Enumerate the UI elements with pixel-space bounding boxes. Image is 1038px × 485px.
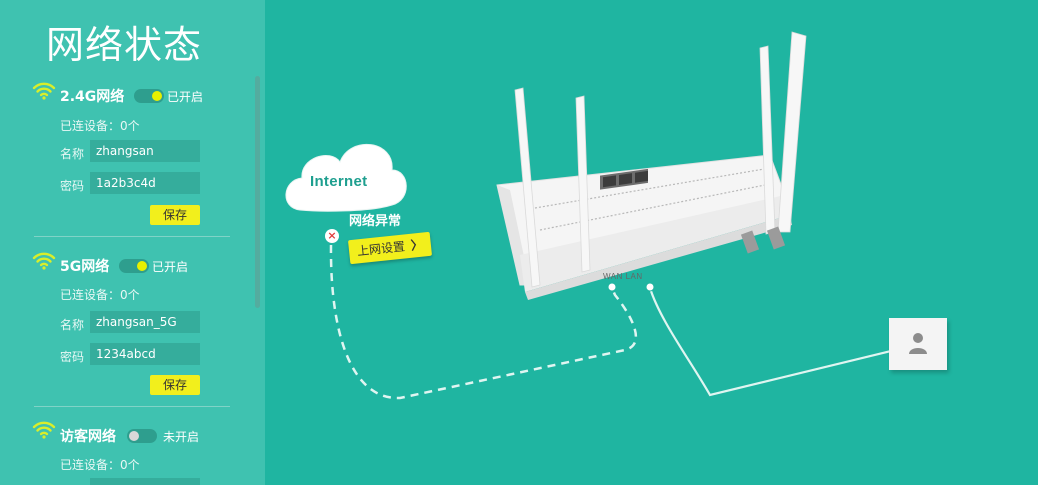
network-status-panel: 网络状态 2.4G网络 已开启 已连设备：0个 名称 密码 保存 5G网络 已开…: [0, 0, 265, 485]
wifi-icon: [32, 82, 56, 100]
chevron-right-icon: 〉: [410, 237, 424, 253]
connected-devices-5g: 已连设备：0个: [60, 288, 140, 302]
toggle-knob: [152, 91, 162, 101]
save-button-2g[interactable]: 保存: [150, 205, 200, 225]
lan-connection-line: [648, 287, 896, 397]
toggle-status-guest: 未开启: [163, 430, 200, 444]
router-icon: [496, 31, 807, 300]
toggle-status-5g: 已开启: [152, 260, 189, 274]
toggle-2g[interactable]: [134, 89, 164, 103]
lan-port-dot: [645, 282, 655, 292]
cloud-icon: [285, 143, 407, 212]
close-icon: ×: [325, 229, 339, 243]
password-label-2g: 密码: [60, 179, 85, 193]
user-icon: [909, 333, 927, 354]
toggle-status-2g: 已开启: [167, 90, 204, 104]
save-button-5g[interactable]: 保存: [150, 375, 200, 395]
ssid-input-2g[interactable]: [90, 140, 200, 162]
toggle-knob: [137, 261, 147, 271]
page-title: 网络状态: [46, 23, 203, 67]
connected-devices-2g: 已连设备：0个: [60, 119, 140, 133]
connected-devices-guest: 已连设备：0个: [60, 458, 140, 472]
wan-port-dot: [607, 282, 617, 292]
network-name-2g: 2.4G网络: [60, 89, 125, 105]
network-name-5g: 5G网络: [60, 259, 110, 275]
ssid-input-5g[interactable]: [90, 311, 200, 333]
password-input-2g[interactable]: [90, 172, 200, 194]
password-label-5g: 密码: [60, 350, 85, 364]
ssid-label-2g: 名称: [60, 147, 85, 161]
divider: [34, 236, 230, 237]
divider: [34, 406, 230, 407]
password-input-5g[interactable]: [90, 343, 200, 365]
toggle-guest[interactable]: [127, 429, 157, 443]
network-name-guest: 访客网络: [60, 429, 116, 445]
internet-label: Internet: [310, 173, 368, 190]
wifi-icon: [32, 421, 56, 439]
lan-device[interactable]: [889, 318, 947, 370]
port-labels: WAN LAN: [603, 272, 643, 281]
internet-settings-label: 上网设置: [356, 239, 406, 259]
network-diagram: [285, 31, 896, 400]
wifi-icon: [32, 252, 56, 270]
toggle-knob: [129, 431, 139, 441]
panel-scrollbar[interactable]: [255, 76, 260, 308]
ssid-label-5g: 名称: [60, 318, 85, 332]
network-status-text: 网络异常: [349, 214, 402, 229]
wan-connection-line: [329, 244, 637, 400]
ssid-input-guest[interactable]: [90, 478, 200, 485]
toggle-5g[interactable]: [119, 259, 149, 273]
